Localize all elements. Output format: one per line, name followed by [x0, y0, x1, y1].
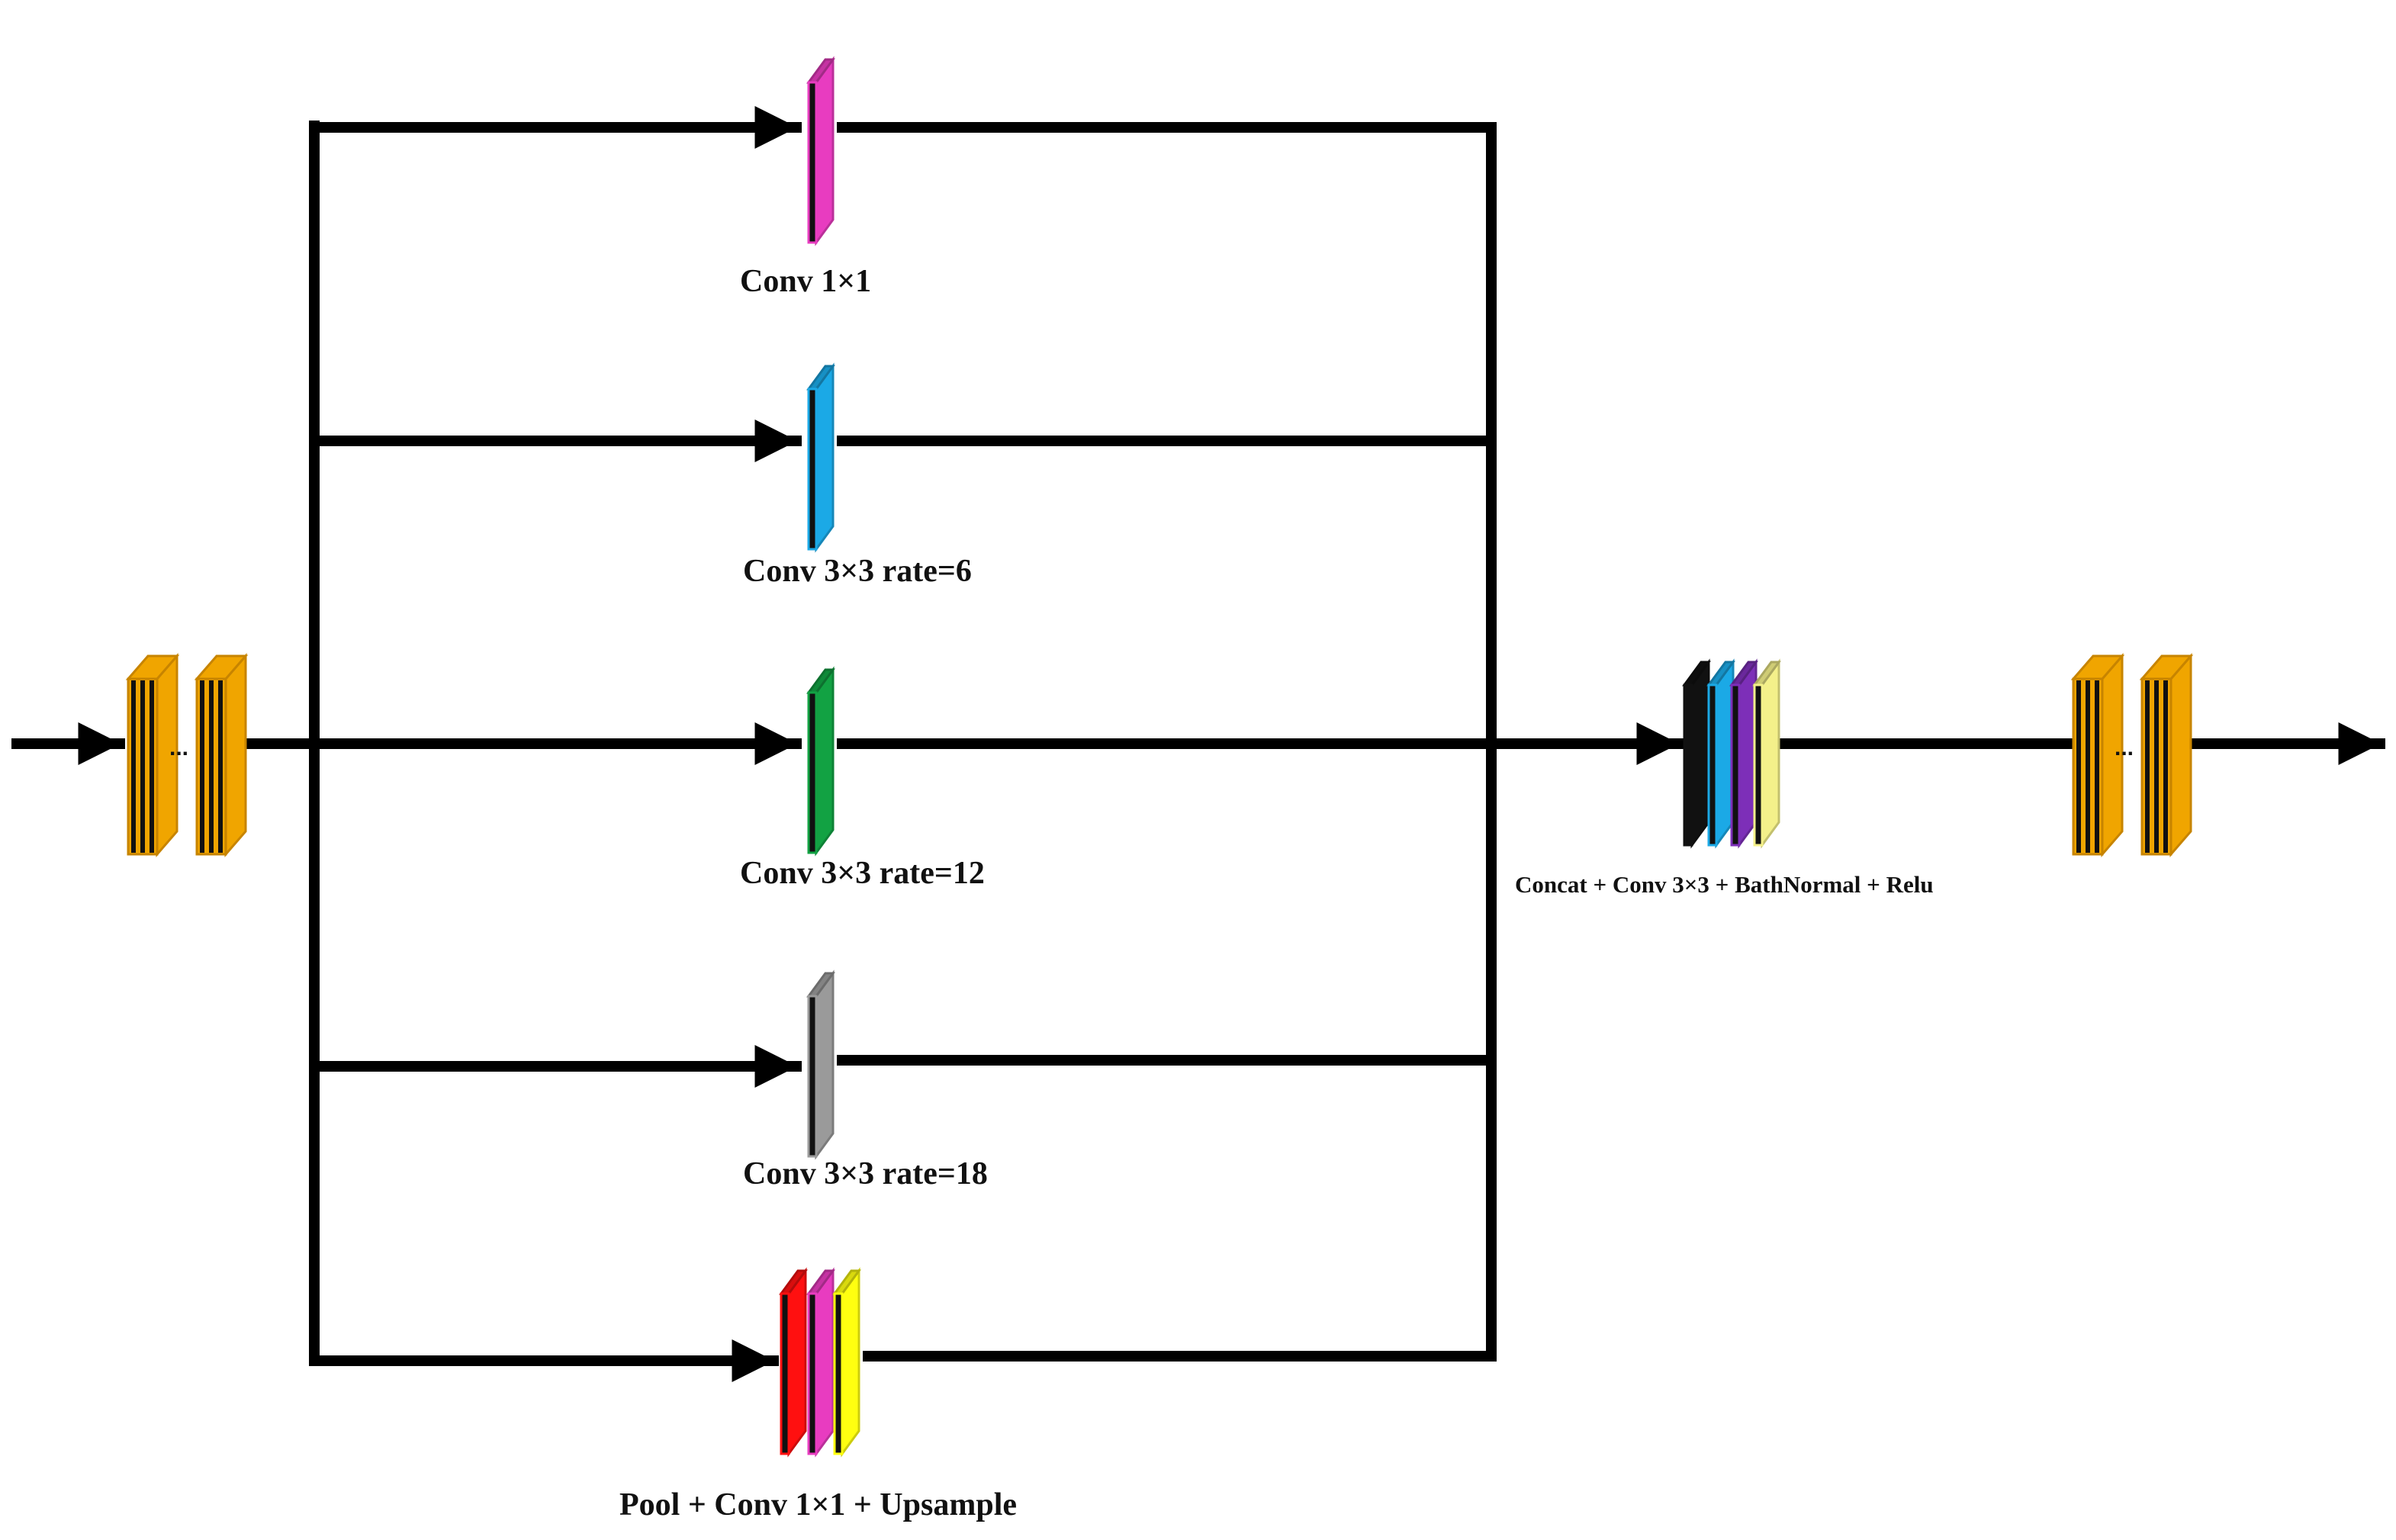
slab-front-face [807, 81, 818, 244]
slab-side-face [1761, 658, 1780, 849]
conv-3x3-rate18-label: Conv 3×3 rate=18 [743, 1156, 988, 1191]
fmap-stripe [209, 680, 214, 853]
slab-side-face [1690, 658, 1710, 849]
slab-side-face [815, 1267, 835, 1458]
input-map-right [194, 652, 249, 858]
slab-front-face [1683, 683, 1693, 847]
conv-3x3-rate6-label: Conv 3×3 rate=6 [743, 554, 972, 589]
fmap-stripe [150, 680, 154, 853]
concat-slab-blue [1706, 658, 1735, 849]
conv-1x1-block [806, 56, 835, 246]
input-feature-maps: ... [125, 652, 249, 858]
concat-label: Concat + Conv 3×3 + BathNormal + Relu [1515, 871, 1934, 898]
output-feature-maps: ... [2070, 652, 2194, 858]
output-ellipsis: ... [2115, 735, 2134, 760]
fmap-stripe [131, 680, 136, 853]
fmap-stripe [2095, 680, 2099, 853]
slab-front-face [807, 995, 818, 1158]
slab-side-face [815, 362, 835, 553]
concat-slab-yellow [1752, 658, 1781, 849]
fmap-stripe [200, 680, 204, 853]
pool-slab-red [779, 1267, 808, 1458]
conv-3x3-rate12-block [806, 666, 835, 857]
conv-3x3-rate12-label: Conv 3×3 rate=12 [740, 856, 985, 891]
slab-front-face [807, 1292, 818, 1455]
fmap-stripe [2163, 680, 2168, 853]
conv-3x3-rate18-block [806, 969, 835, 1160]
fmap-side-face [2169, 652, 2192, 858]
pool-conv-upsample-label: Pool + Conv 1×1 + Upsample [619, 1487, 1017, 1522]
fmap-stripe [2076, 680, 2081, 853]
pool-slab-pink [806, 1267, 835, 1458]
concat-slab-black [1682, 658, 1711, 849]
output-map-right [2139, 652, 2194, 858]
fmap-stripe [140, 680, 145, 853]
pool-conv-upsample-block [779, 1267, 861, 1458]
input-map-left [125, 652, 180, 858]
conv-3x3-rate6-block [806, 362, 835, 553]
slab-front-face [780, 1292, 790, 1455]
slab-side-face [787, 1267, 807, 1458]
slab-front-face [1730, 683, 1741, 847]
slab-front-face [1707, 683, 1718, 847]
fmap-stripe [2145, 680, 2150, 853]
connector-lines [11, 106, 2385, 1382]
slab-side-face [815, 56, 835, 246]
slab-front-face [807, 387, 818, 551]
pool-slab-yellow [832, 1267, 861, 1458]
input-ellipsis: ... [169, 735, 188, 760]
slab-front-face [807, 691, 818, 854]
conv-1x1-label: Conv 1×1 [740, 264, 871, 299]
concat-block [1682, 658, 1781, 849]
concat-slab-purple [1729, 658, 1758, 849]
fmap-stripe [218, 680, 223, 853]
slab-side-face [815, 969, 835, 1160]
fmap-stripe [2086, 680, 2090, 853]
fmap-stripe [2154, 680, 2159, 853]
slab-side-face [841, 1267, 860, 1458]
fmap-side-face [224, 652, 247, 858]
slab-side-face [815, 666, 835, 857]
slab-front-face [1753, 683, 1764, 847]
output-map-left [2070, 652, 2125, 858]
slab-front-face [833, 1292, 844, 1455]
